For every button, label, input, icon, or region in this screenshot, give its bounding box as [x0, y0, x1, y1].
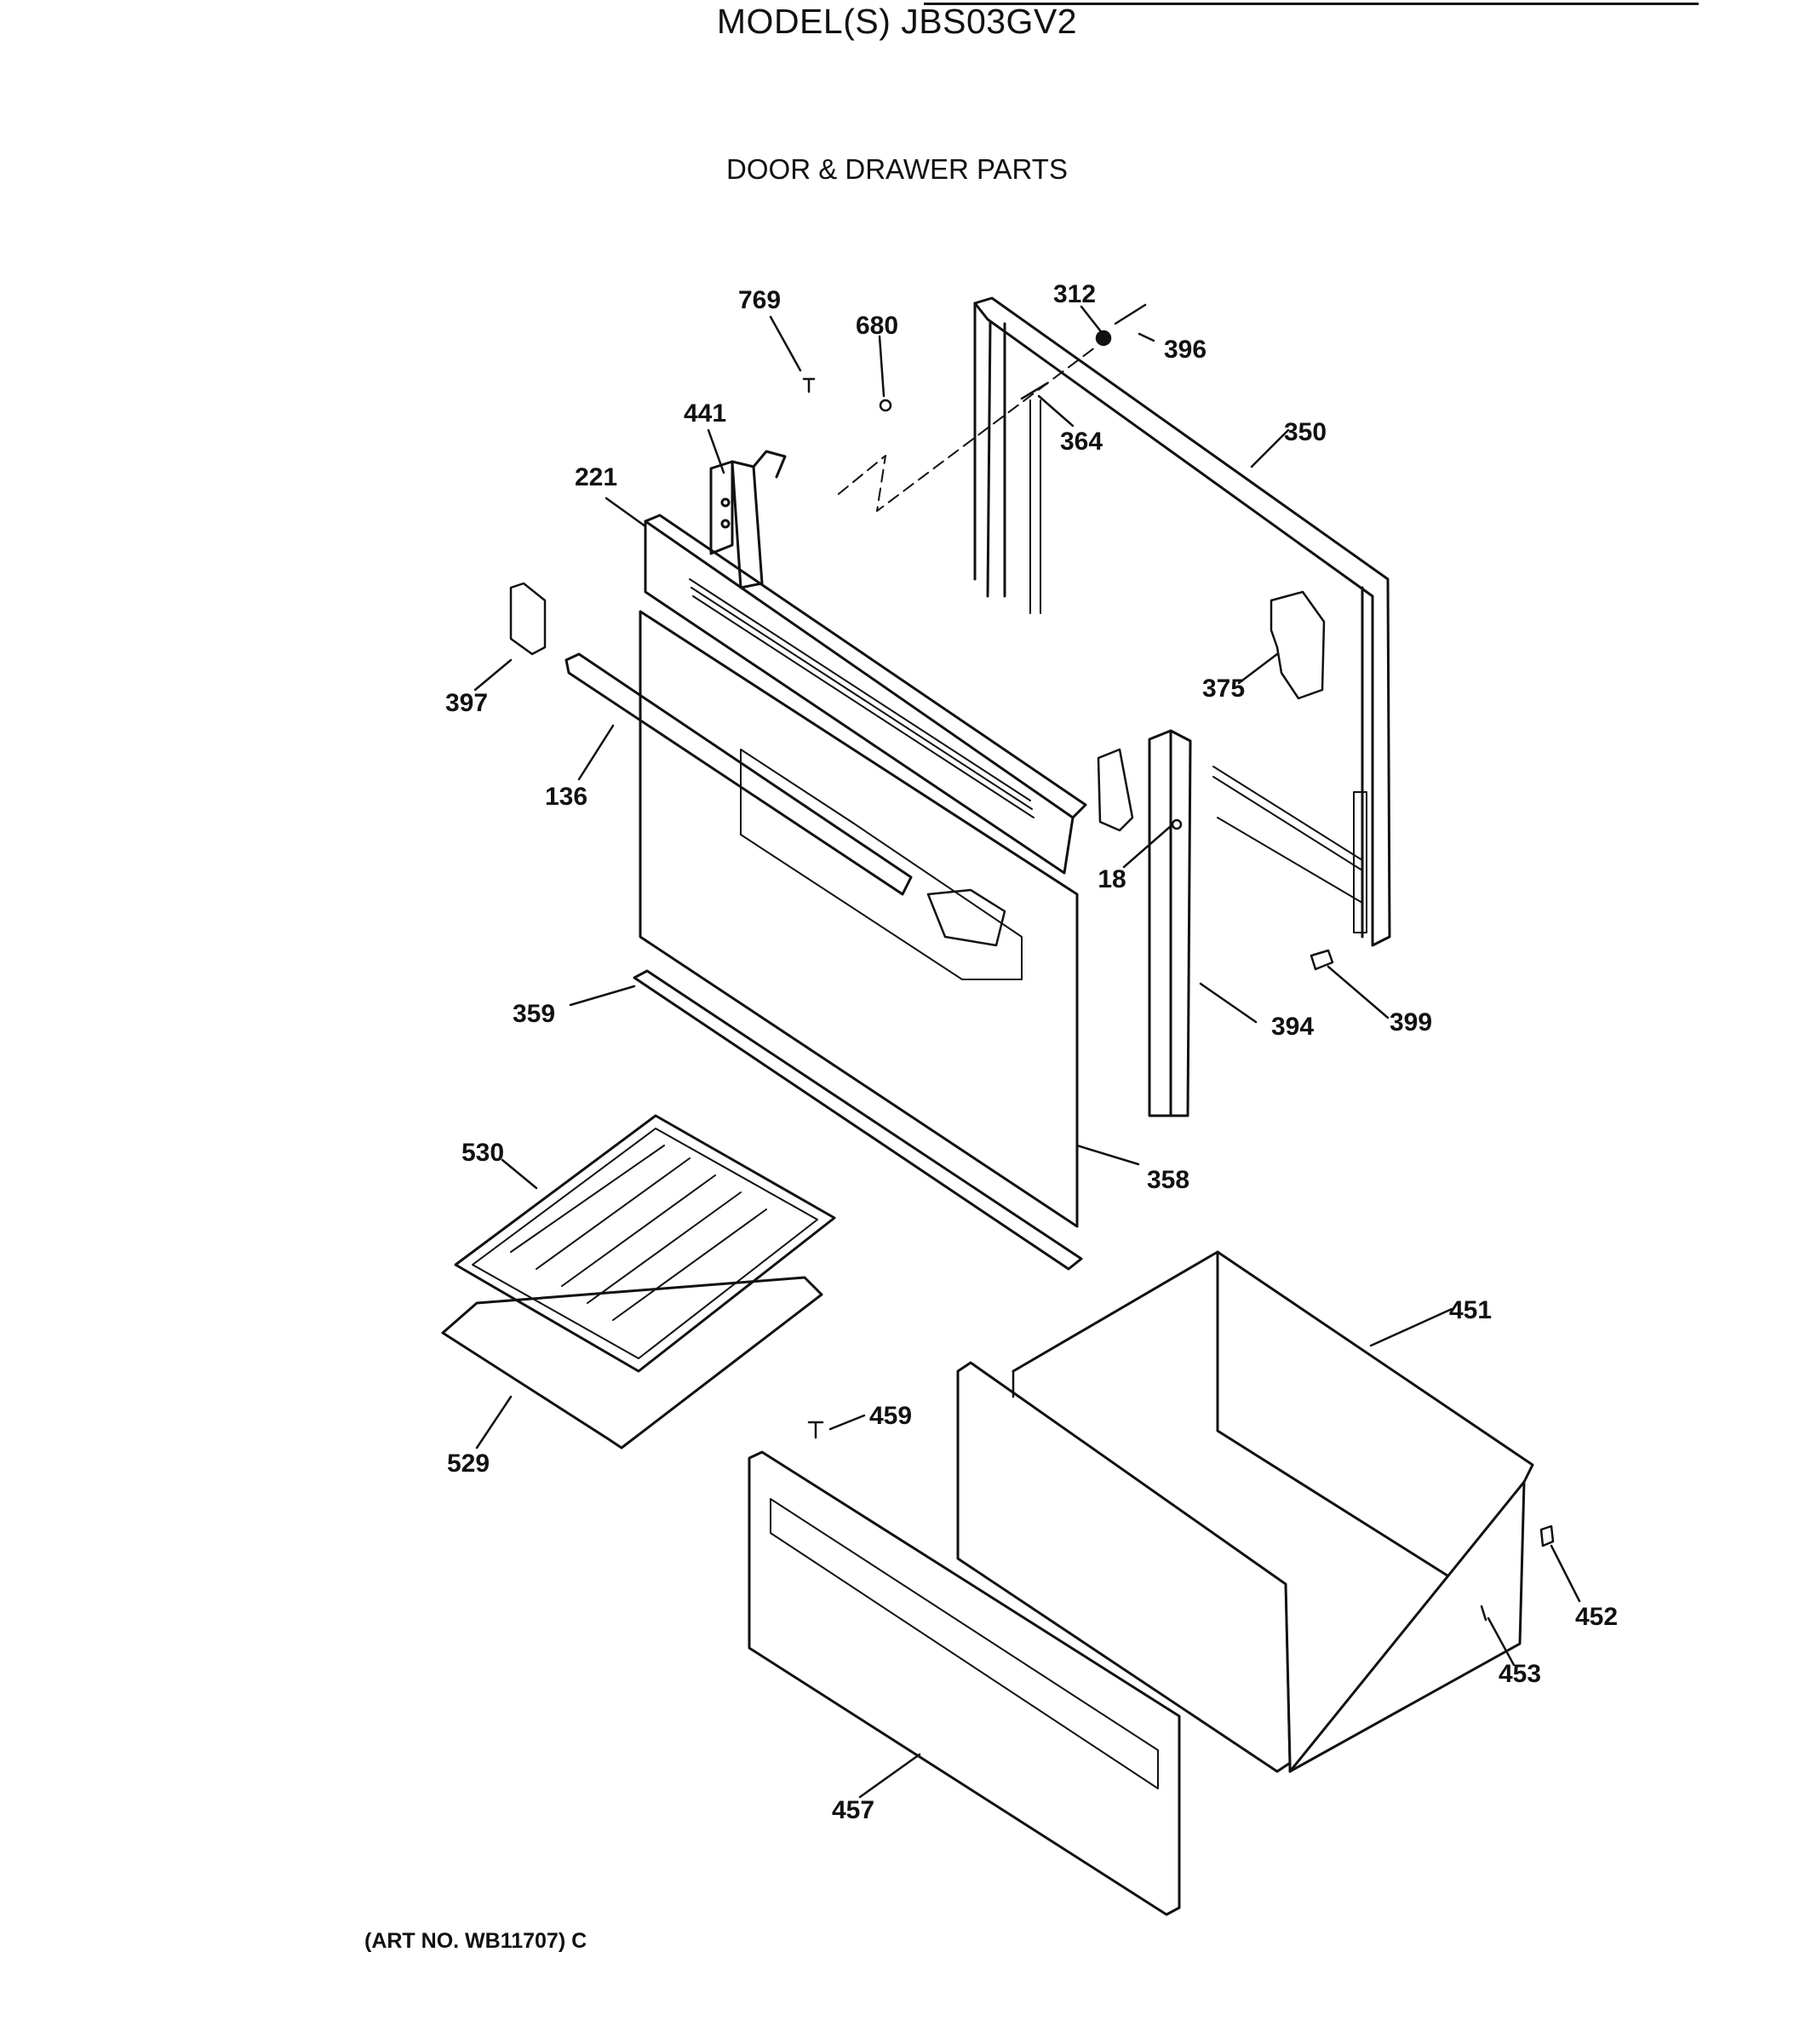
- outer-door-panel-358: [639, 610, 1079, 1228]
- part-label-452: 452: [1575, 1603, 1618, 1631]
- part-label-529: 529: [447, 1450, 490, 1478]
- hardware-small-parts: [802, 303, 1555, 1622]
- door-handle-136: [565, 652, 913, 896]
- drawer-front-457: [748, 1450, 1181, 1916]
- insulation-375: [1270, 590, 1326, 700]
- hinge-441: [709, 450, 787, 589]
- door-top-trim-221: [644, 514, 1087, 875]
- drawer-body-451: [1012, 1250, 1534, 1773]
- door-bottom-trim-359: [633, 969, 1083, 1271]
- inner-door-liner-350: [973, 296, 1391, 947]
- part-label-18: 18: [1098, 865, 1126, 893]
- part-label-136: 136: [545, 783, 587, 811]
- part-label-396: 396: [1164, 336, 1207, 364]
- part-label-350: 350: [1284, 418, 1327, 446]
- part-label-459: 459: [869, 1402, 912, 1430]
- part-label-530: 530: [461, 1139, 504, 1167]
- part-label-441: 441: [684, 399, 726, 428]
- part-label-680: 680: [856, 312, 898, 340]
- section-title: DOOR & DRAWER PARTS: [726, 153, 1068, 185]
- art-number: (ART NO. WB11707) C: [364, 1929, 587, 1953]
- part-label-453: 453: [1499, 1660, 1541, 1688]
- part-label-364: 364: [1060, 428, 1103, 456]
- drawer-inner-panel: [956, 1361, 1292, 1773]
- part-label-399: 399: [1390, 1008, 1432, 1036]
- part-label-394: 394: [1271, 1013, 1314, 1041]
- model-title: MODEL(S) JBS03GV2: [716, 2, 1078, 41]
- broiler-pan-529: [441, 1276, 823, 1450]
- part-label-375: 375: [1202, 675, 1245, 703]
- guide-line: [838, 344, 1099, 512]
- door-side-trim-394: [1097, 729, 1192, 1117]
- part-label-221: 221: [575, 463, 617, 491]
- handle-endcap-397: [509, 582, 547, 656]
- leader-lines: [473, 305, 1581, 1799]
- top-rule: [924, 3, 1699, 5]
- part-label-769: 769: [738, 286, 781, 314]
- broiler-grid-530: [454, 1114, 836, 1373]
- part-label-457: 457: [832, 1796, 874, 1824]
- part-label-312: 312: [1053, 280, 1096, 308]
- part-label-358: 358: [1147, 1166, 1189, 1194]
- part-labels: 769 680 312 396 441 364 350 221 397 375 …: [445, 280, 1618, 1824]
- part-label-451: 451: [1449, 1296, 1492, 1324]
- part-label-397: 397: [445, 689, 488, 717]
- part-label-359: 359: [513, 1000, 555, 1028]
